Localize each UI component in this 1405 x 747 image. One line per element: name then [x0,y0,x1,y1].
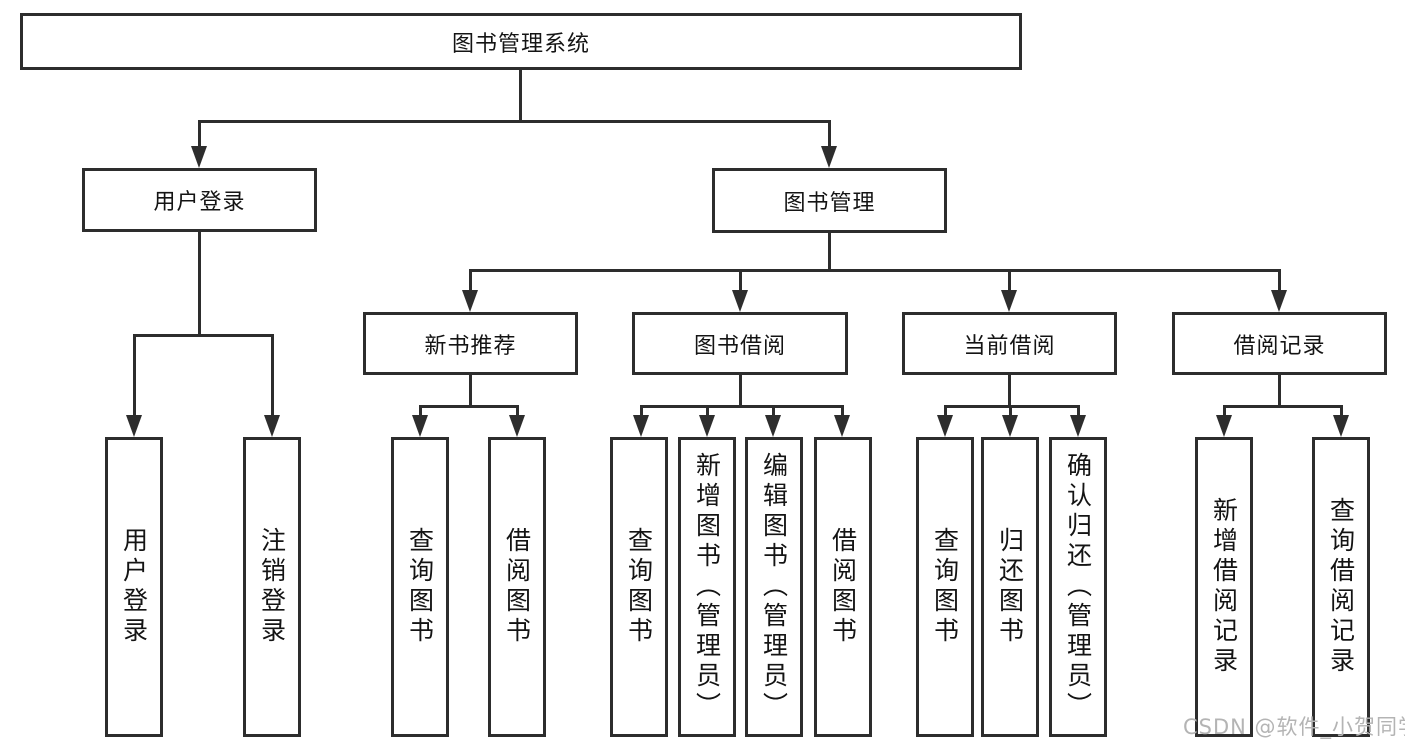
node-book-borrowing: 图书借阅 [632,312,848,375]
arrow-down-icon [1001,290,1017,312]
arrow-down-icon [633,415,649,437]
connector-line [706,405,709,419]
connector-line [198,120,201,148]
node-leaf-user-login: 用户登录 [105,437,163,737]
arrow-down-icon [1002,415,1018,437]
node-new-book-recommendation: 新书推荐 [363,312,578,375]
arrow-down-icon [732,290,748,312]
connector-line [1077,405,1080,419]
node-leaf-logout-label: 注销登录 [257,527,287,647]
node-leaf-return-books-label: 归还图书 [995,527,1025,647]
connector-line [516,405,519,419]
node-borrowing-records: 借阅记录 [1172,312,1387,375]
arrow-down-icon [1070,415,1086,437]
connector-line [1223,405,1226,419]
node-book-management-label: 图书管理 [783,190,876,216]
arrow-down-icon [462,290,478,312]
node-leaf-add-books-admin: 新增图书（管理员） [678,437,736,737]
node-leaf-query-books-2-label: 查询图书 [624,527,654,647]
node-leaf-add-borrowing-record: 新增借阅记录 [1195,437,1253,737]
node-leaf-borrow-books-1-label: 借阅图书 [502,527,532,647]
arrow-down-icon [937,415,953,437]
connector-line [133,334,136,417]
connector-line [469,375,472,407]
connector-line [198,232,201,337]
connector-line [1008,375,1011,407]
connector-line [739,375,742,407]
connector-line [640,405,643,419]
node-leaf-query-books-3-label: 查询图书 [930,527,960,647]
arrow-down-icon [191,146,207,168]
arrow-down-icon [412,415,428,437]
node-current-borrowing: 当前借阅 [902,312,1117,375]
arrow-down-icon [821,146,837,168]
arrow-down-icon [509,415,525,437]
node-leaf-borrow-books-2-label: 借阅图书 [828,527,858,647]
connector-line [469,269,1281,272]
connector-line [419,405,422,419]
connector-line [198,120,831,123]
node-leaf-query-books-1-label: 查询图书 [405,527,435,647]
connector-line [519,70,522,122]
node-leaf-edit-books-admin: 编辑图书（管理员） [745,437,803,737]
node-leaf-query-books-1: 查询图书 [391,437,449,737]
node-root: 图书管理系统 [20,13,1022,70]
connector-line [772,405,775,419]
node-leaf-return-books: 归还图书 [981,437,1039,737]
connector-line [841,405,844,419]
node-user-login-label: 用户登录 [153,190,246,215]
arrow-down-icon [1333,415,1349,437]
node-leaf-logout: 注销登录 [243,437,301,737]
connector-line [133,334,274,337]
node-root-label: 图书管理系统 [451,31,590,57]
connector-line [419,405,518,408]
connector-line [944,405,947,419]
csdn-watermark: CSDN @软件_小贺同学 [1183,715,1405,739]
node-book-management: 图书管理 [712,168,947,233]
connector-line [1278,375,1281,407]
node-leaf-user-login-label: 用户登录 [119,527,149,647]
node-current-borrowing-label: 当前借阅 [963,333,1056,359]
node-new-book-recommendation-label: 新书推荐 [424,333,517,359]
connector-line [1278,269,1281,294]
connector-line [469,269,472,294]
arrow-down-icon [765,415,781,437]
node-leaf-confirm-return-admin-label: 确认归还（管理员） [1063,452,1093,722]
arrow-down-icon [264,415,280,437]
node-borrowing-records-label: 借阅记录 [1233,333,1326,359]
connector-line [1223,405,1342,408]
connector-line [271,334,274,417]
node-leaf-query-books-3: 查询图书 [916,437,974,737]
arrow-down-icon [1216,415,1232,437]
connector-line [1008,269,1011,294]
node-user-login: 用户登录 [82,168,317,232]
node-leaf-edit-books-admin-label: 编辑图书（管理员） [759,452,789,722]
arrow-down-icon [834,415,850,437]
arrow-down-icon [126,415,142,437]
connector-line [640,405,843,408]
connector-line [828,120,831,148]
connector-line [1009,405,1012,419]
node-leaf-borrow-books-1: 借阅图书 [488,437,546,737]
node-book-borrowing-label: 图书借阅 [693,333,786,359]
node-leaf-add-books-admin-label: 新增图书（管理员） [692,452,722,722]
node-leaf-query-borrowing-record-label: 查询借阅记录 [1326,497,1356,677]
node-leaf-query-borrowing-record: 查询借阅记录 [1312,437,1370,737]
connector-line [828,233,831,272]
node-leaf-add-borrowing-record-label: 新增借阅记录 [1209,497,1239,677]
connector-line [1340,405,1343,419]
node-leaf-borrow-books-2: 借阅图书 [814,437,872,737]
node-leaf-query-books-2: 查询图书 [610,437,668,737]
connector-line [739,269,742,294]
arrow-down-icon [1271,290,1287,312]
node-leaf-confirm-return-admin: 确认归还（管理员） [1049,437,1107,737]
arrow-down-icon [699,415,715,437]
